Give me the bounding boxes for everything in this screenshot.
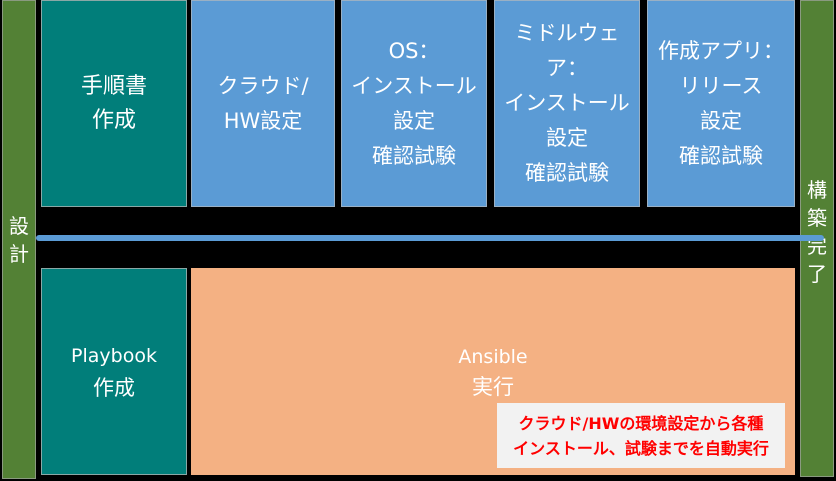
box-line: 確認試験 <box>525 161 609 185</box>
box-line: Playbook <box>71 344 157 367</box>
box-line: 設定 <box>546 126 588 150</box>
note-line: クラウド/HWの環境設定から各種 <box>518 413 764 433</box>
build-char: 築 <box>807 206 827 230</box>
note-line: インストール、試験までを自動実行 <box>513 438 769 458</box>
box-line: 設定 <box>700 108 742 133</box>
box-line: インストール <box>504 91 630 115</box>
box-line: 作成アプリ： <box>658 38 784 63</box>
box-line: 作成 <box>91 107 136 133</box>
box-line: 実行 <box>472 375 514 399</box>
build-char: 了 <box>807 262 827 286</box>
box-line: 手順書 <box>80 73 147 99</box>
box-line: 作成 <box>93 375 135 400</box>
manual-creation-box: 手順書 作成 <box>41 0 187 207</box>
design-bar: 設 計 <box>2 0 36 479</box>
app-release-box: 作成アプリ： リリース 設定 確認試験 <box>647 0 795 207</box>
box-line: インストール <box>351 73 477 98</box>
box-line: Ansible <box>458 346 528 368</box>
design-char: 計 <box>9 241 29 266</box>
box-line: 確認試験 <box>372 143 456 168</box>
design-char: 設 <box>9 213 29 238</box>
divider-arrow-line <box>36 235 824 241</box>
playbook-creation-box: Playbook 作成 <box>41 268 187 475</box>
box-line: HW設定 <box>223 108 303 133</box>
middleware-setup-box: ミドルウェア： インストール 設定 確認試験 <box>494 0 640 207</box>
box-line: クラウド/ <box>217 73 309 98</box>
box-line: 確認試験 <box>679 143 763 168</box>
box-line: 設定 <box>393 108 435 133</box>
box-line: OS： <box>388 38 440 63</box>
automation-note: クラウド/HWの環境設定から各種 インストール、試験までを自動実行 <box>497 403 785 468</box>
os-setup-box: OS： インストール 設定 確認試験 <box>341 0 487 207</box>
box-line: ミドルウェア： <box>514 21 620 80</box>
cloud-hw-setup-box: クラウド/ HW設定 <box>191 0 335 207</box>
build-char: 構 <box>807 178 827 202</box>
box-line: リリース <box>679 73 763 98</box>
